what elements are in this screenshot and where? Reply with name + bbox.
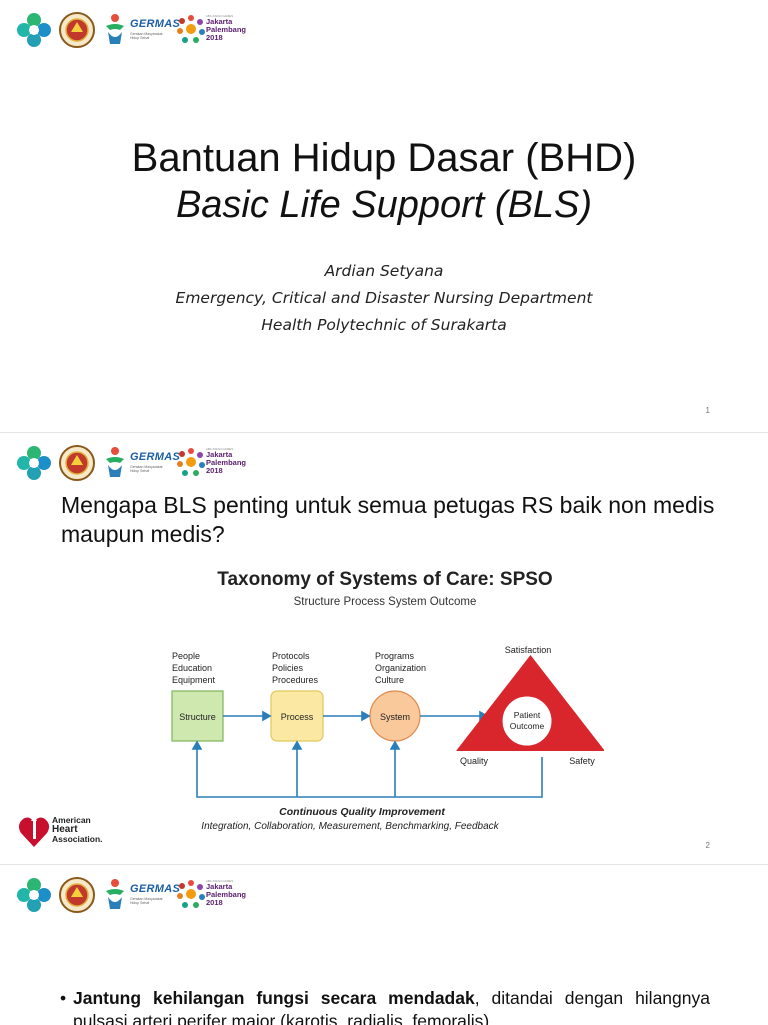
patient-outcome-label-1: Patient [514, 710, 541, 720]
arrowhead-icon [262, 710, 272, 722]
heart-torch-icon [18, 817, 50, 847]
arrowhead-icon [389, 740, 401, 750]
patient-outcome-label-2: Outcome [510, 721, 545, 731]
structure-box [171, 690, 224, 742]
page-number: 2 [705, 841, 710, 850]
germas-label: GERMAS [130, 883, 181, 895]
asian-games-sun-icon [177, 448, 205, 476]
germas-label: GERMAS [130, 18, 181, 30]
bullet-dot-icon: • [60, 988, 67, 1008]
germas-figure-icon [106, 14, 124, 44]
asian-games-label: Jakarta Palembang 2018 [206, 882, 247, 907]
system-item: Programs [375, 651, 415, 661]
page-number: 1 [705, 406, 710, 415]
department: Emergency, Critical and Disaster Nursing… [175, 289, 593, 307]
slide-3: GERMAS Gerakan Masyarakat Hidup Sehat 18… [0, 864, 768, 1025]
bullet-bold: Jantung kehilangan fungsi secara mendada… [73, 988, 475, 1008]
bullet-text: Jantung kehilangan fungsi secara mendada… [73, 987, 710, 1025]
process-item: Policies [272, 663, 304, 673]
safety-label: Safety [569, 756, 595, 766]
asian-games-logo: 18th ASIAN GAMES Jakarta Palembang 2018 [176, 12, 256, 50]
system-item: Culture [375, 675, 404, 685]
institution: Health Polytechnic of Surakarta [261, 316, 507, 334]
quality-label: Quality [460, 756, 489, 766]
process-item: Protocols [272, 651, 310, 661]
process-item: Procedures [272, 675, 319, 685]
germas-subtext: Gerakan Masyarakat Hidup Sehat [130, 897, 163, 905]
structure-item: People [172, 651, 200, 661]
logo-bar: GERMAS Gerakan Masyarakat Hidup Sehat 18… [14, 875, 254, 923]
kemenkes-logo-icon [17, 878, 51, 912]
bullet-item: • Jantung kehilangan fungsi secara menda… [60, 987, 710, 1025]
structure-label: Structure [179, 712, 216, 722]
germas-logo: GERMAS Gerakan Masyarakat Hidup Sehat [102, 445, 180, 481]
arrowhead-icon [291, 740, 303, 750]
arrowhead-icon [191, 740, 203, 750]
satisfaction-label: Satisfaction [505, 645, 552, 655]
asian-games-sun-icon [177, 880, 205, 908]
aha-word: American [52, 815, 91, 825]
slide-question: Mengapa BLS penting untuk semua petugas … [61, 492, 715, 547]
asian-games-small: 18th ASIAN GAMES [206, 879, 234, 883]
structure-item: Education [172, 663, 212, 673]
structure-item: Equipment [172, 675, 216, 685]
asian-games-sun-icon [177, 15, 205, 43]
kemenkes-logo-icon [17, 446, 51, 480]
poltekkes-seal-icon [59, 877, 95, 913]
aha-wordmark: American Heart Association. [52, 816, 103, 844]
slide-subtitle: Basic Life Support (BLS) [175, 184, 593, 226]
asian-games-logo: 18th ASIAN GAMES Jakarta Palembang 2018 [176, 877, 256, 915]
poltekkes-seal-icon [59, 445, 95, 481]
poltekkes-seal-icon [59, 12, 95, 48]
asian-games-small: 18th ASIAN GAMES [206, 14, 234, 18]
asian-games-logo: 18th ASIAN GAMES Jakarta Palembang 2018 [176, 445, 256, 483]
germas-figure-icon [106, 447, 124, 477]
spso-diagram: Taxonomy of Systems of Care: SPSO Struct… [171, 569, 604, 832]
slide-2: GERMAS Gerakan Masyarakat Hidup Sehat 18… [0, 432, 768, 865]
asian-games-label: Jakarta Palembang 2018 [206, 17, 247, 42]
aha-logo: American Heart Association. [18, 813, 118, 853]
logo-bar: GERMAS Gerakan Masyarakat Hidup Sehat 18… [14, 10, 254, 58]
slide-title: Bantuan Hidup Dasar (BHD) [131, 136, 637, 180]
asian-games-small: 18th ASIAN GAMES [206, 447, 234, 451]
asian-games-label: Jakarta Palembang 2018 [206, 450, 247, 475]
germas-logo: GERMAS Gerakan Masyarakat Hidup Sehat [102, 877, 180, 913]
diagram-subtitle: Structure Process System Outcome [294, 596, 477, 608]
feedback-loop [196, 746, 543, 798]
cqi-subtitle: Integration, Collaboration, Measurement,… [201, 821, 499, 832]
system-item: Organization [375, 663, 426, 673]
patient-outcome-circle [502, 696, 552, 746]
logo-bar: GERMAS Gerakan Masyarakat Hidup Sehat 18… [14, 443, 254, 491]
germas-subtext: Gerakan Masyarakat Hidup Sehat [130, 465, 163, 473]
aha-word: Association. [52, 834, 103, 844]
diagram-title: Taxonomy of Systems of Care: SPSO [217, 569, 552, 590]
germas-logo: GERMAS Gerakan Masyarakat Hidup Sehat [102, 12, 180, 48]
slide-1: GERMAS Gerakan Masyarakat Hidup Sehat 18… [0, 0, 768, 432]
germas-subtext: Gerakan Masyarakat Hidup Sehat [130, 32, 163, 40]
bullet-rest: , ditandai dengan hilangnya pulsasi arte… [73, 988, 710, 1025]
cqi-title: Continuous Quality Improvement [279, 806, 445, 818]
arrowhead-icon [361, 710, 371, 722]
kemenkes-logo-icon [17, 13, 51, 47]
system-label: System [380, 712, 410, 722]
germas-figure-icon [106, 879, 124, 909]
process-label: Process [281, 712, 314, 722]
germas-label: GERMAS [130, 451, 181, 463]
author-name: Ardian Setyana [324, 262, 444, 280]
aha-word: Heart [52, 824, 78, 835]
